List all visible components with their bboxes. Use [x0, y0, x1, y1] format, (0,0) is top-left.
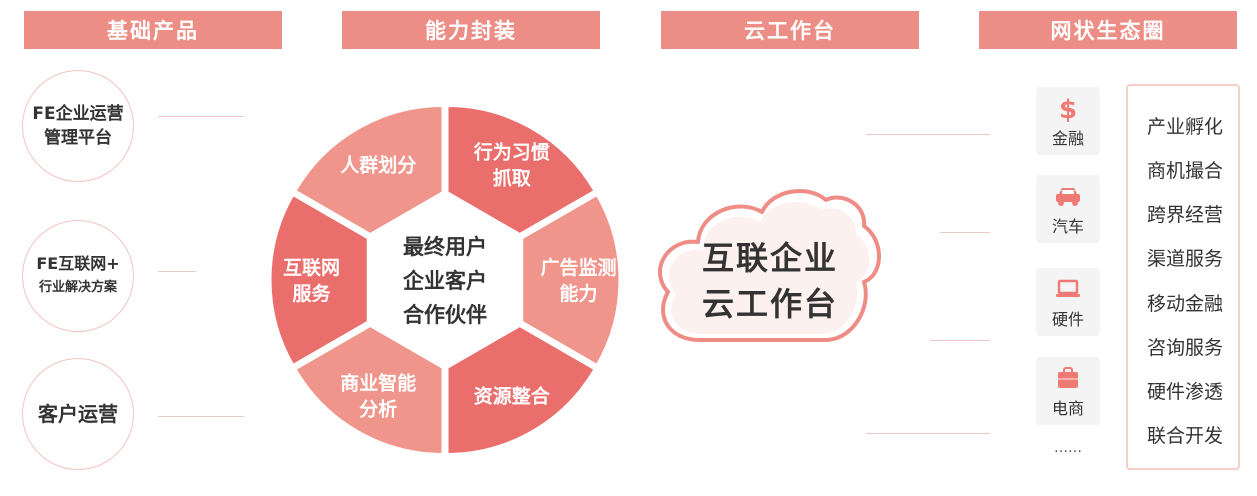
service-item: 产业孵化: [1146, 116, 1223, 138]
product-fe-operations: FE企业运营 管理平台: [22, 70, 134, 182]
center-label: 最终用户: [403, 235, 487, 259]
center-circle: [367, 202, 523, 358]
connector-line: [940, 232, 990, 233]
services-panel: 产业孵化 商机撮合 跨界经营 渠道服务 移动金融 咨询服务 硬件渗透 联合开发: [1126, 84, 1240, 470]
product-label: 行业解决方案: [38, 280, 117, 295]
capability-segment: [445, 104, 598, 237]
header-cloud-workbench: 云工作台: [661, 11, 919, 49]
connector-line: [158, 271, 196, 272]
capability-label: 广告监测: [540, 256, 616, 279]
laptop-icon: [1054, 274, 1082, 304]
service-item: 跨界经营: [1146, 204, 1223, 226]
ecosystem-label: 电商: [1051, 399, 1084, 418]
capability-segment: [268, 192, 370, 368]
product-label: FE企业运营: [32, 104, 124, 124]
header-ecosystem: 网状生态圈: [979, 11, 1237, 49]
ecosystem-item-auto: 汽车: [1036, 175, 1100, 243]
cloud-label-line: 互联企业: [701, 239, 838, 277]
ecosystem-item-finance: $ 金融: [1036, 87, 1100, 155]
capability-label: 分析: [359, 398, 397, 421]
capability-segment: [292, 323, 445, 456]
cloud-label-line: 云工作台: [701, 285, 838, 323]
capability-label: 资源整合: [474, 385, 551, 408]
service-item: 硬件渗透: [1146, 381, 1223, 403]
ecosystem-label: 汽车: [1051, 217, 1084, 236]
service-item: 移动金融: [1146, 293, 1223, 315]
capability-label: 能力: [559, 282, 597, 305]
service-item: 渠道服务: [1146, 248, 1223, 270]
cloud-inner-shape: [668, 201, 870, 334]
dollar-icon: $: [1057, 93, 1079, 123]
capability-label: 人群划分: [340, 153, 416, 176]
capability-segment: [292, 104, 445, 237]
car-icon: [1054, 181, 1082, 211]
product-label: 客户运营: [38, 402, 118, 426]
product-label: FE互联网+: [36, 254, 120, 273]
ecosystem-more: ……: [1054, 440, 1082, 456]
shopping-bag-icon: [1055, 363, 1081, 393]
capability-segment: [520, 192, 622, 368]
header-capability-packaging: 能力封装: [342, 11, 600, 49]
product-label: 管理平台: [43, 128, 112, 148]
connector-line: [158, 116, 244, 117]
service-item: 商机撮合: [1146, 160, 1223, 182]
connector-line: [866, 433, 990, 434]
center-label: 合作伙伴: [403, 303, 487, 327]
capability-label: 互联网: [283, 257, 340, 279]
ecosystem-item-ecommerce: 电商: [1036, 357, 1100, 425]
connector-line: [158, 416, 244, 417]
service-item: 联合开发: [1146, 425, 1223, 447]
product-fe-internet-plus: FE互联网+ 行业解决方案: [22, 220, 134, 332]
capability-label: 商业智能: [340, 372, 416, 395]
ecosystem-item-hardware: 硬件: [1036, 268, 1100, 336]
connector-line: [866, 134, 990, 135]
capability-label: 抓取: [493, 166, 531, 189]
svg-text:$: $: [1059, 95, 1077, 122]
cloud-label: 互联企业 云工作台: [665, 235, 875, 327]
ecosystem-label: 金融: [1051, 129, 1084, 148]
capability-label: 行为习惯: [473, 140, 550, 163]
capability-label: 服务: [292, 282, 331, 305]
product-customer-operations: 客户运营: [22, 358, 134, 470]
center-label: 企业客户: [402, 269, 487, 293]
connector-line: [930, 340, 990, 341]
service-item: 咨询服务: [1146, 337, 1223, 359]
capability-segment: [445, 323, 598, 456]
ecosystem-label: 硬件: [1051, 310, 1084, 329]
header-base-products: 基础产品: [24, 11, 282, 49]
